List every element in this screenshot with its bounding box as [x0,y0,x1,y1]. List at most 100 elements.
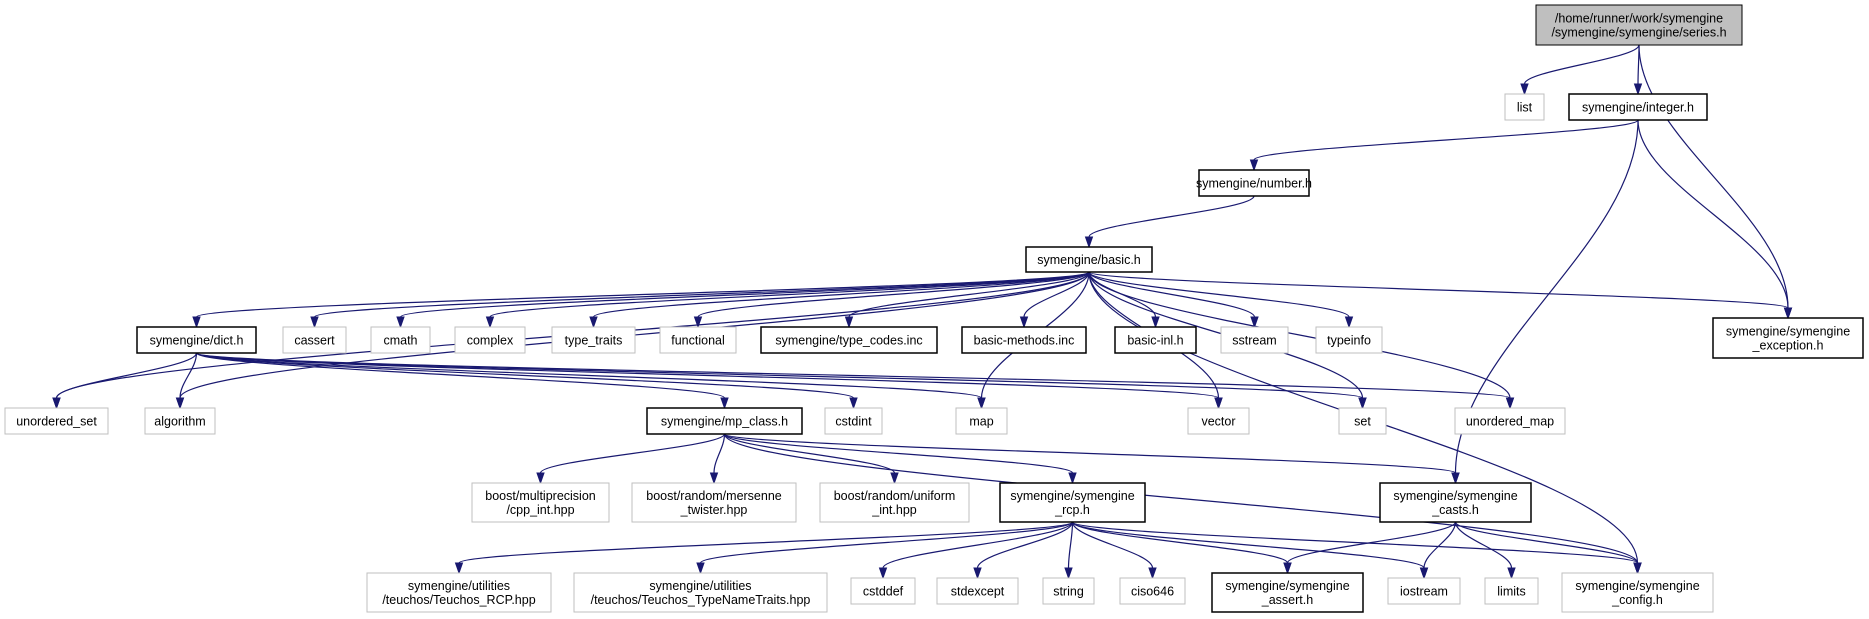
edge-line [1454,521,1639,564]
edge-number-to-basic [1084,195,1255,249]
node-label: /cpp_int.hpp [506,503,574,517]
edge-rcp-to-ciso646 [1071,521,1157,580]
node-label: unordered_set [16,415,97,429]
node-label: typeinfo [1327,334,1371,348]
edge-casts-to-iostream [1419,521,1457,580]
node-cassert: cassert [282,326,347,354]
edge-integer-to-number [1249,119,1639,172]
edge-series-to-integer [1633,44,1643,96]
edge-line [1637,119,1789,309]
edge-casts-to-limits [1454,521,1516,580]
node-mp-class[interactable]: symengine/mp_class.h [646,407,803,435]
edge-arrowhead [1283,562,1292,575]
node-label: stdexcept [951,585,1005,599]
node-label: string [1053,585,1084,599]
node-box [936,577,1019,605]
node-box [1561,572,1714,613]
edge-rcp-to-config [1071,521,1642,575]
node-box [282,326,347,354]
node-label: cmath [383,334,417,348]
node-box [1198,169,1310,197]
edge-arrowhead [1214,397,1223,410]
edge-basic-to-type-traits [589,271,1090,329]
edge-arrowhead [720,397,729,410]
node-type-codes[interactable]: symengine/type_codes.inc [760,326,938,354]
edge-line [195,352,1220,399]
node-series[interactable]: /home/runner/work/symengine/symengine/sy… [1535,4,1743,46]
edge-arrowhead [849,397,858,410]
edge-arrowhead [1505,397,1515,410]
node-box [961,326,1087,354]
node-type-traits: type_traits [551,326,636,354]
node-integer[interactable]: symengine/integer.h [1568,93,1708,121]
edge-arrowhead [1520,83,1529,96]
edge-line [1253,119,1639,161]
edge-line [1638,44,1789,309]
node-box [1114,326,1197,354]
node-box [144,407,216,435]
edge-arrowhead [709,472,719,485]
node-box [850,577,916,605]
edge-arrowhead [1019,316,1029,329]
node-label: symengine/symengine [1726,325,1850,339]
node-basic-inl[interactable]: basic-inl.h [1114,326,1197,354]
node-teuchos-tnt: symengine/utilities/teuchos/Teuchos_Type… [573,572,828,613]
node-dict[interactable]: symengine/dict.h [136,326,257,354]
edge-line [1071,521,1639,564]
node-assert[interactable]: symengine/symengine_assert.h [1211,572,1364,613]
edge-arrowhead [1633,562,1642,575]
node-box [1484,577,1539,605]
node-exception[interactable]: symengine/symengine_exception.h [1712,317,1864,359]
edge-rcp-to-teuchos-tnt [696,521,1074,575]
node-layer: /home/runner/work/symengine/symengine/sy… [4,4,1864,613]
node-box [955,407,1008,435]
node-label: symengine/utilities [649,579,751,593]
node-label: algorithm [154,415,205,429]
node-label: _exception.h [1752,339,1824,353]
node-rcp[interactable]: symengine/symengine_rcp.h [999,482,1146,523]
edge-line [723,433,896,474]
node-label: _assert.h [1261,593,1313,607]
edge-arrowhead [973,567,982,580]
node-label: /teuchos/Teuchos_RCP.hpp [382,593,535,607]
node-box [136,326,257,354]
edge-line [976,521,1074,569]
node-number[interactable]: symengine/number.h [1196,169,1312,197]
node-box [1338,407,1387,435]
node-label: basic-inl.h [1127,334,1183,348]
node-label: map [969,415,993,429]
edge-arrowhead [1250,316,1259,329]
edge-line [723,433,1639,564]
node-label: list [1517,101,1533,115]
node-box [366,572,552,613]
edge-arrowhead [1249,159,1259,172]
edge-arrowhead [977,397,986,410]
edge-line [1423,521,1457,569]
node-label: symengine/symengine [1225,579,1349,593]
node-box [471,482,610,523]
edge-line [592,271,1090,318]
edge-casts-to-assert [1283,521,1457,575]
edge-rcp-to-teuchos-rcp [454,521,1074,575]
edge-line [55,352,198,399]
node-basic[interactable]: symengine/basic.h [1025,246,1153,273]
node-label: vector [1201,415,1235,429]
edge-casts-to-config [1454,521,1642,575]
edge-mp-class-to-rcp [723,433,1077,485]
node-basic-methods[interactable]: basic-methods.inc [961,326,1087,354]
edge-dict-to-unordered-set [52,352,198,410]
edge-line [1071,521,1289,564]
edge-line [195,352,726,399]
edge-line [1071,521,1425,569]
node-label: symengine/symengine [1010,489,1134,503]
node-label: type_traits [565,334,623,348]
edge-line [1067,521,1074,569]
node-label: symengine/symengine [1393,489,1517,503]
edge-line [1071,521,1154,569]
node-label: unordered_map [1466,415,1554,429]
node-box [631,482,797,523]
node-casts[interactable]: symengine/symengine_casts.h [1379,482,1532,523]
node-box [1454,407,1566,435]
node-label: limits [1497,585,1525,599]
